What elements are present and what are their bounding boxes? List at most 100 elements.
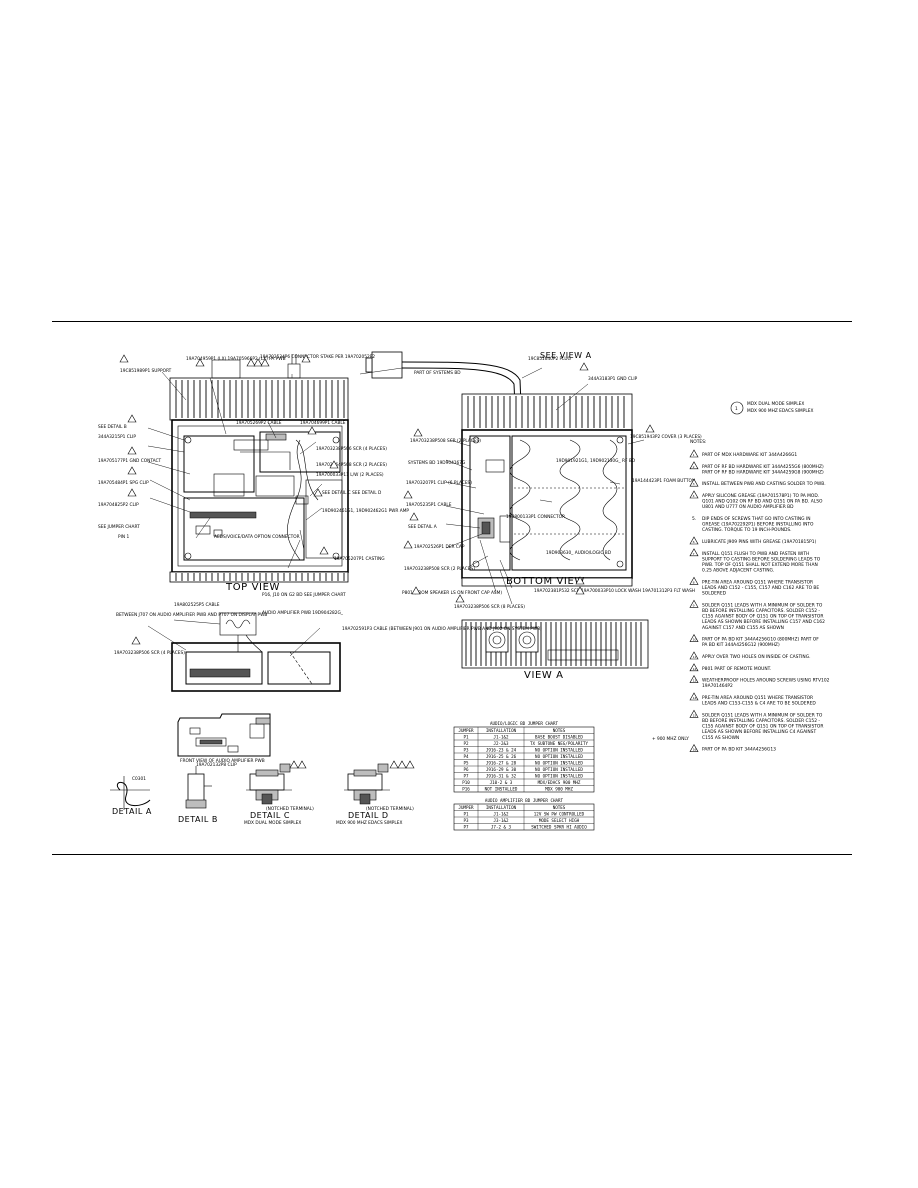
- callout-p16: P16, J10 ON G2 BD SEE JUMPER CHART: [262, 592, 346, 598]
- table-cell: INSTALLATION: [486, 728, 517, 733]
- table-cell: NOT INSTALLED: [485, 786, 518, 791]
- callout-gnd-clip: 344A3183P1 GND CLIP: [588, 376, 638, 382]
- detail-b-title: DETAIL B: [178, 815, 218, 824]
- table-cell: P4: [463, 754, 469, 759]
- table-cell: P1: [463, 811, 469, 816]
- callout-clip: 344A3215P1 CLIP: [98, 434, 136, 440]
- note-text: WEATHERPROOF HOLES AROUND SCREWS USING R…: [702, 678, 830, 690]
- table-title: AUDIO AMPLIFIER BD JUMPER CHART: [485, 798, 564, 803]
- callout-pin1: PIN 1: [118, 534, 129, 540]
- note-triangle-icon: [689, 674, 699, 683]
- note-number: 1: [693, 453, 695, 457]
- speaker-connector-plug: [371, 351, 403, 379]
- table-cell: NO OPTION INSTALLED: [535, 760, 583, 765]
- note-number: 9: [693, 603, 695, 607]
- callout-clip6: 19A703207P1 CLIP (6 PLACES): [406, 480, 472, 486]
- callout-c0301: C0301: [132, 776, 146, 782]
- callout-support: 19C851989P1 SUPPORT: [120, 368, 172, 374]
- note-triangle-icon: [689, 709, 699, 718]
- table-cell: MODE SELECT HIGH: [539, 818, 580, 823]
- callout-pbn: P801 (FROM SPEAKER LS ON FRONT CAP ASM): [402, 590, 502, 596]
- callout-clip-e: 19A702132P8 CLIP: [196, 762, 237, 768]
- note-triangle-icon: [689, 461, 699, 470]
- see-view-a-label: SEE VIEW A: [540, 351, 592, 360]
- note-number: 16: [693, 748, 697, 752]
- note-number: 15: [693, 713, 697, 717]
- callout-pwr-amp: 19D902461G1, 19D902462G1 PWR AMP: [322, 508, 409, 514]
- note-text: SOLDER Q151 LEADS WITH A MINIMUM OF SOLD…: [702, 712, 823, 740]
- note-number: 14: [693, 696, 697, 700]
- bottom-view-assembly: [365, 351, 633, 587]
- callout-clip-b: 19A704825P2 CLIP: [98, 502, 139, 508]
- note-triangle-icon: [689, 692, 699, 701]
- note-number: 13: [693, 679, 697, 683]
- note-text: PRE-TIN AREA AROUND Q151 WHERE TRANSISTO…: [702, 579, 819, 596]
- legend-circle: [730, 401, 744, 415]
- callout-cable-p9: 19A802525P5 CABLE: [174, 602, 220, 608]
- detail-d-subtitle: MDX 900 MHZ EDACS SIMPLEX: [336, 820, 402, 826]
- callout-cable-d: 19A705235P1 CABLE: [406, 502, 452, 508]
- legend: 1 MDX DUAL MODE SIMPLEX MDX 900 MHZ EDAC…: [730, 401, 813, 415]
- note-text: SOLDER Q151 LEADS WITH A MINIMUM OF SOLD…: [702, 602, 825, 630]
- detail-c-subtitle: MDX DUAL MODE SIMPLEX: [244, 820, 301, 826]
- callout-cable-j901: 19A702591P3 CABLE (BETWEEN J901 ON AUDIO…: [342, 626, 542, 632]
- callout-cover: 19C851943P2 COVER (3 PLACES): [630, 434, 702, 440]
- callout-lock-wash: 19A702381P532 SCR 19A700033P10 LOCK WASH…: [534, 588, 695, 594]
- callout-lw2: 19A700033P11 L/W (2 PLACES): [316, 472, 384, 478]
- callout-casting: 19A705207P1 CASTING: [334, 556, 385, 562]
- detail-d-drawing: [344, 763, 390, 805]
- note-triangle-icon: [689, 743, 699, 752]
- note-number: 8: [693, 580, 695, 584]
- callout-plug: 19C851640P2 PLUG: [528, 356, 571, 362]
- view-titles: TOP VIEW BOTTOM VIEW VIEW A SEE VIEW A D…: [112, 351, 592, 826]
- detail-c-drawing: [246, 763, 292, 805]
- callout-cable-a: 19A704959P1 (LX) 19A705966P2 (LX) PA PWB: [186, 356, 286, 362]
- note-text: PART OF PA BD KIT 344A4256G13: [702, 747, 776, 753]
- table-cell: J3-1&2: [493, 818, 509, 823]
- note-item: 1 PART OF MDX HARDWARE KIT 344A4266G1: [689, 449, 797, 458]
- table-cell: P7: [463, 773, 469, 778]
- top-rule: [52, 321, 852, 322]
- table-cell: MDX 900 MHZ: [545, 786, 573, 791]
- note-item: 5.DIP ENDS OF SCREWS THAT GO INTO CASTIN…: [692, 516, 814, 533]
- note-triangle-icon: [689, 651, 699, 660]
- audio-logic-board: [511, 435, 627, 571]
- table-cell: P1: [463, 734, 469, 739]
- note-number: 10: [693, 638, 697, 642]
- bottom-view-title: BOTTOM VIEW: [506, 576, 585, 587]
- callout-scr2b: 19A703238P508 SCR (2 PLACES): [410, 438, 481, 444]
- callout-option-connector: AEDS/VOICE/DATA OPTION CONNECTOR: [214, 534, 300, 540]
- table-cell: NOTES: [553, 805, 566, 810]
- note-text: PART OF MDX HARDWARE KIT 344A4266G1: [702, 452, 797, 458]
- table-cell: P3: [463, 818, 469, 823]
- note-number: 7: [693, 552, 695, 556]
- table-cell: SWITCHED SPKR HI AUDIO: [531, 824, 587, 829]
- note-text: APPLY SILICONE GREASE (19A701578P1) TO P…: [702, 493, 823, 510]
- audio-amplifier-front-view: [177, 713, 271, 757]
- table-cell: J916-31 & 32: [486, 773, 517, 778]
- note-text: PART OF PA BD KIT 344A4256G10 (800MHZ) P…: [702, 637, 819, 649]
- table-cell: NO OPTION INSTALLED: [535, 773, 583, 778]
- detail-d-title: DETAIL D: [348, 811, 388, 820]
- note-item: 4 APPLY SILICONE GREASE (19A701578P1) TO …: [689, 490, 823, 510]
- callout-rf-bd: 19D901921G1, 19D902130G_ RF BD: [556, 458, 636, 464]
- table-cell: P7: [463, 824, 469, 829]
- note-number: 4: [693, 494, 695, 498]
- top-view-pa-board: [183, 435, 255, 493]
- callout-see-detail-cd: SEE DETAIL C SEE DETAIL D: [322, 490, 382, 496]
- table-cell: JUMPER: [458, 805, 474, 810]
- table-cell: P2: [463, 741, 469, 746]
- note-triangle-icon: [689, 449, 699, 458]
- callout-between-j707: BETWEEN J707 ON AUDIO AMPLIFIER PWB AND …: [116, 612, 267, 618]
